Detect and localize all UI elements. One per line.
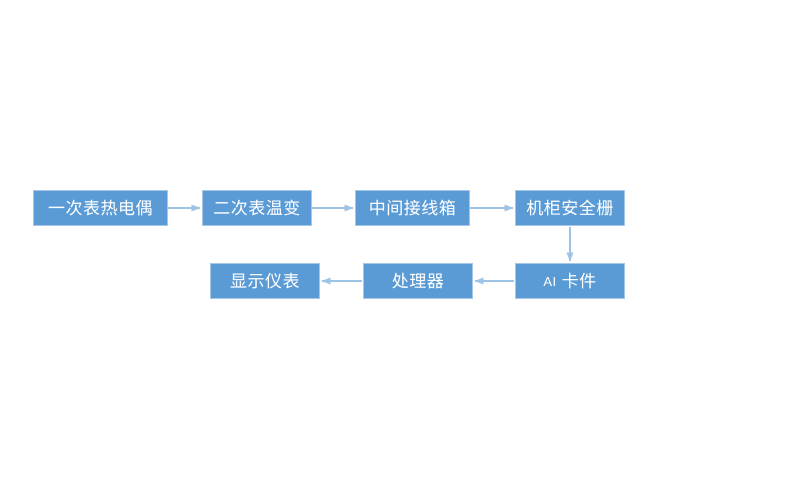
node-label: 中间接线箱 [368,198,457,218]
node-secondary-transmitter[interactable]: 二次表温变 [202,190,312,226]
node-display-instrument[interactable]: 显示仪表 [210,263,320,299]
node-label: 一次表热电偶 [48,198,153,218]
node-label: 处理器 [391,271,445,291]
node-label-latin: AI [543,273,557,289]
node-cabinet-safety-barrier[interactable]: 机柜安全栅 [515,190,625,226]
node-junction-box[interactable]: 中间接线箱 [355,190,470,226]
node-label: 卡件 [561,271,597,291]
node-primary-thermocouple[interactable]: 一次表热电偶 [33,190,168,226]
node-label: 二次表温变 [213,198,301,218]
node-label: 机柜安全栅 [526,198,614,218]
node-label: 显示仪表 [230,271,300,291]
node-processor[interactable]: 处理器 [363,263,473,299]
